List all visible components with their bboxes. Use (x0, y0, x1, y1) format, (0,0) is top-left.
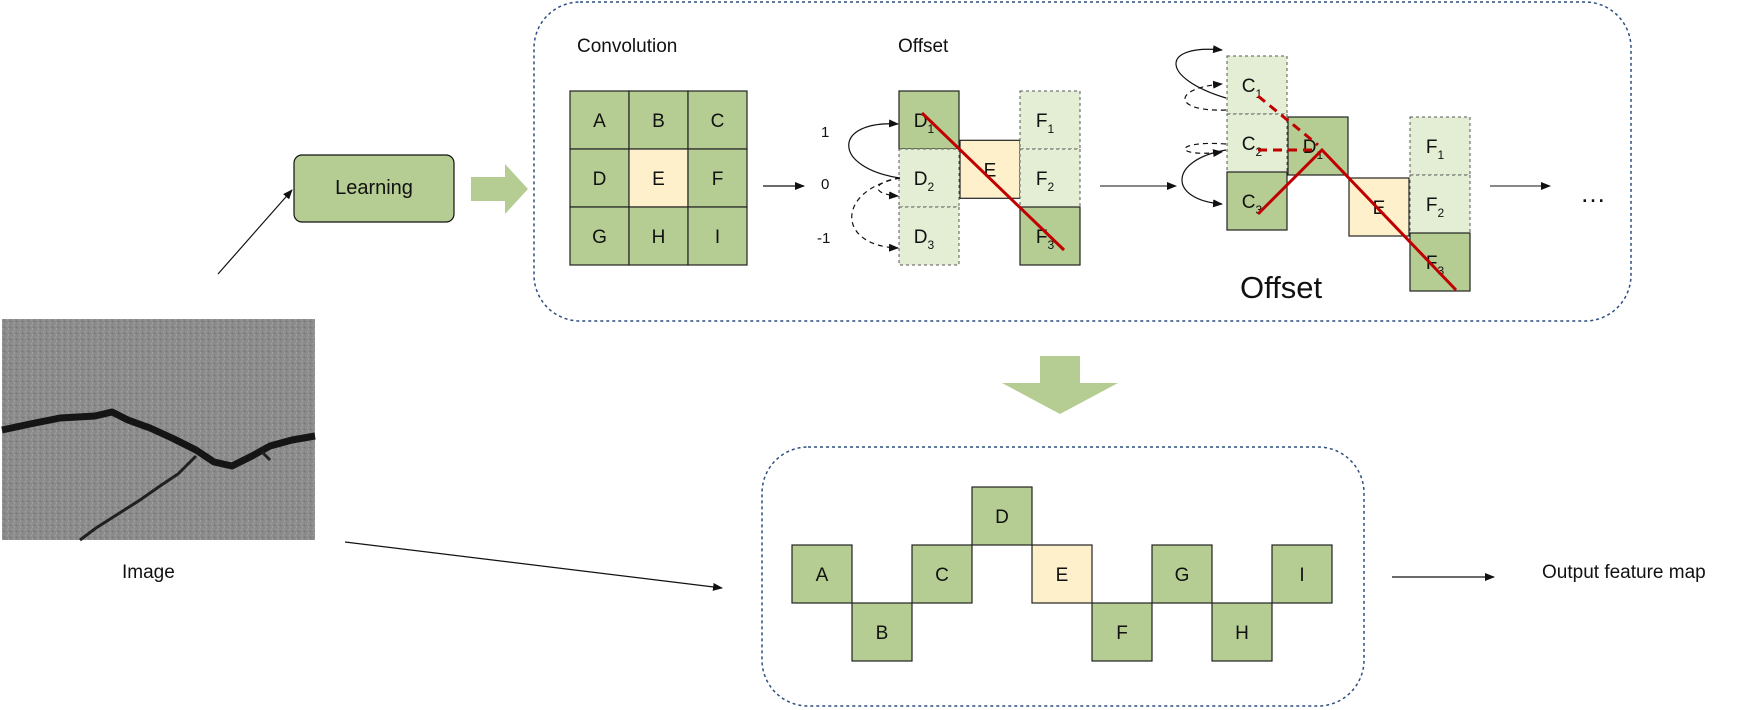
stage1-f2: F2 (1019, 148, 1081, 208)
bottom-dashed-container (761, 446, 1365, 707)
stage2-f3: F3 (1409, 232, 1471, 292)
offset-down-arrow (851, 177, 901, 252)
conv-cell-h: H (628, 206, 689, 266)
stage2-dashed-path-1 (1257, 94, 1319, 147)
conv-cell-d: D (569, 148, 630, 208)
cell-label: A (593, 111, 606, 132)
image-to-learning-arrow (217, 189, 293, 275)
stage2-c3: C3 (1226, 171, 1288, 231)
offset-title-large: Offset (1240, 270, 1323, 305)
learning-label: Learning (335, 177, 413, 199)
cell-label: G (1175, 565, 1190, 586)
offset-up-arrow (848, 119, 901, 179)
cell-label: B (652, 111, 665, 132)
cell-label: D (995, 507, 1009, 528)
stage2-c1: C1 (1226, 55, 1288, 115)
output-feature-map-label: Output feature map (1542, 562, 1706, 583)
conv-cell-b: B (628, 90, 689, 150)
image-caption: Image (122, 562, 175, 583)
cell-label: F (1116, 623, 1128, 644)
convolution-title: Convolution (577, 36, 678, 57)
output-cell-a: A (791, 544, 853, 604)
cell-label: A (816, 565, 829, 586)
stage2-f1: F1 (1409, 116, 1471, 176)
stage2-f2: F2 (1409, 174, 1471, 234)
stage2-mid-dashed-arrow (1184, 142, 1227, 158)
stage1-d3: D3 (898, 206, 960, 266)
output-cell-f: F (1091, 602, 1153, 662)
cell-label: B (876, 623, 889, 644)
stage2-c2: C2 (1226, 113, 1288, 173)
image-to-output-arrow (344, 541, 723, 591)
down-green-arrow (1002, 356, 1118, 414)
conv-cell-i: I (687, 206, 748, 266)
output-cell-d: D (971, 486, 1033, 546)
cell-label: E (1056, 565, 1069, 586)
top-dashed-container (533, 1, 1632, 322)
conv-cell-c: C (687, 90, 748, 150)
cell-label: H (1235, 623, 1249, 644)
cell-label: E (652, 169, 665, 190)
output-cell-e: E (1031, 544, 1093, 604)
offset-value-zero: 0 (821, 176, 830, 193)
stage2-sampling-path (1256, 147, 1458, 292)
conv-cell-f: F (687, 148, 748, 208)
stage1-d2: D2 (898, 148, 960, 208)
stage2-top-dashed-arrow (1184, 80, 1227, 111)
stage1-f1: F1 (1019, 90, 1081, 150)
cell-label: I (715, 227, 720, 248)
cell-label: I (1299, 565, 1304, 586)
stage2-bottom-arrow (1181, 149, 1227, 208)
crack-image (1, 319, 316, 542)
cell-label: C (711, 111, 725, 132)
stage1-sampling-path (920, 111, 1066, 252)
learning-box (293, 154, 455, 223)
output-cell-g: G (1151, 544, 1213, 604)
output-cell-c: C (911, 544, 973, 604)
conv-cell-e: E (628, 148, 689, 208)
offset-title-small: Offset (898, 36, 949, 57)
cell-label: H (652, 227, 666, 248)
cell-label: D (593, 169, 607, 190)
conv-cell-a: A (569, 90, 630, 150)
stage2-top-arrow (1175, 45, 1227, 99)
ellipsis: … (1580, 178, 1606, 208)
output-cell-i: I (1271, 544, 1333, 604)
output-cell-h: H (1211, 602, 1273, 662)
output-feature-map: A B C D E F G H I (791, 486, 1333, 662)
cell-label: G (592, 227, 607, 248)
cell-label: F (712, 169, 724, 190)
learning-to-conv-green-arrow (471, 164, 528, 214)
cell-label: C (935, 565, 949, 586)
convolution-grid: A B C D E F G H I (569, 90, 748, 266)
offset-value-up: 1 (821, 124, 830, 141)
conv-cell-g: G (569, 206, 630, 266)
offset-value-down: -1 (817, 230, 831, 247)
output-cell-b: B (851, 602, 913, 662)
stage1-e: E (959, 139, 1021, 199)
